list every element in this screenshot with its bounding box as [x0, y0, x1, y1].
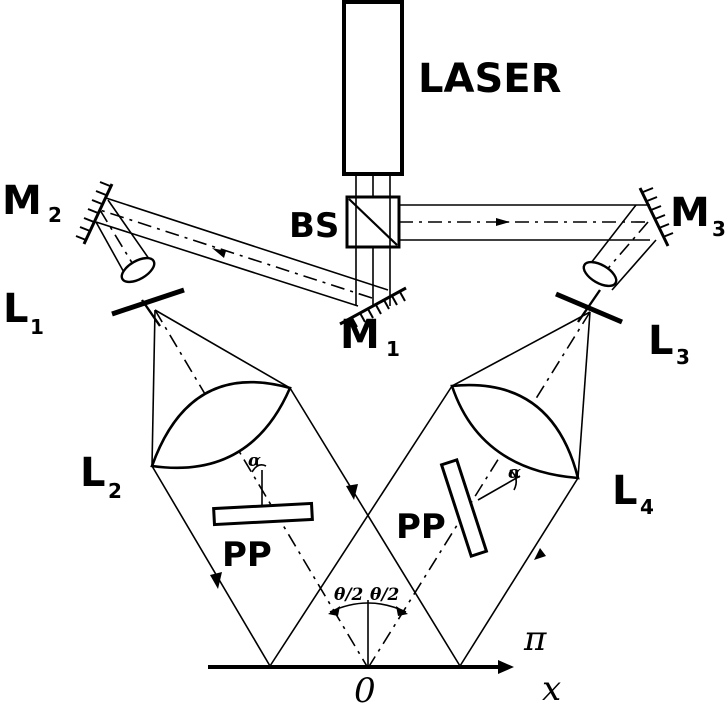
x-axis-label: x: [542, 669, 561, 707]
mirror-m2: [75, 181, 114, 245]
angle-alpha-right: [477, 469, 521, 501]
spatial-filter-left: [111, 287, 185, 327]
phase-plate-right-label: PP: [396, 507, 446, 547]
alpha-left-label: α: [248, 451, 261, 471]
lens-l4-label: L: [612, 468, 638, 514]
mirror-m3: [638, 187, 674, 247]
beam-splitter-label: BS: [289, 206, 339, 246]
plane-label: π: [523, 619, 547, 659]
x-axis: [208, 660, 514, 674]
angle-theta-arcs: [328, 600, 408, 668]
beam-splitter: [345, 195, 401, 249]
origin-label: 0: [354, 671, 376, 707]
angle-alpha-left: [251, 464, 267, 506]
phase-plate-left-label: PP: [222, 535, 272, 575]
mirror-m3-label: M: [670, 190, 710, 236]
alpha-right-label: α: [508, 463, 521, 483]
lens-l4-subscript: 4: [640, 495, 654, 519]
mirror-m3-subscript: 3: [712, 217, 726, 241]
lens-l3-label: L: [648, 318, 674, 364]
lens-l2-subscript: 2: [108, 479, 122, 503]
lens-l2: [150, 380, 292, 470]
phase-plate-right: [439, 457, 489, 559]
laser-body: [342, 0, 404, 176]
lens-l3-subscript: 3: [676, 345, 690, 369]
mirror-m1-label: M: [340, 312, 380, 358]
lens-l1-subscript: 1: [30, 315, 44, 339]
beam-right-to-plane: [269, 385, 579, 667]
beam-left-to-plane: [151, 387, 461, 667]
lens-l1-label: L: [3, 286, 29, 332]
mirror-m2-label: M: [2, 178, 42, 224]
lens-l1-small: [120, 256, 156, 284]
lens-l3-small: [582, 260, 618, 288]
phase-plate-left: [212, 501, 314, 527]
mirror-m1-subscript: 1: [386, 337, 400, 361]
beam-m1-to-m2: [95, 197, 389, 307]
mirror-m2-subscript: 2: [48, 203, 62, 227]
mirror-m1: [339, 286, 407, 332]
beam-right-diverging: [367, 311, 591, 669]
half-angle-left-label: θ/2: [334, 585, 364, 605]
laser-label: LASER: [418, 56, 561, 102]
lens-l2-label: L: [80, 450, 106, 496]
half-angle-right-label: θ/2: [370, 585, 400, 605]
